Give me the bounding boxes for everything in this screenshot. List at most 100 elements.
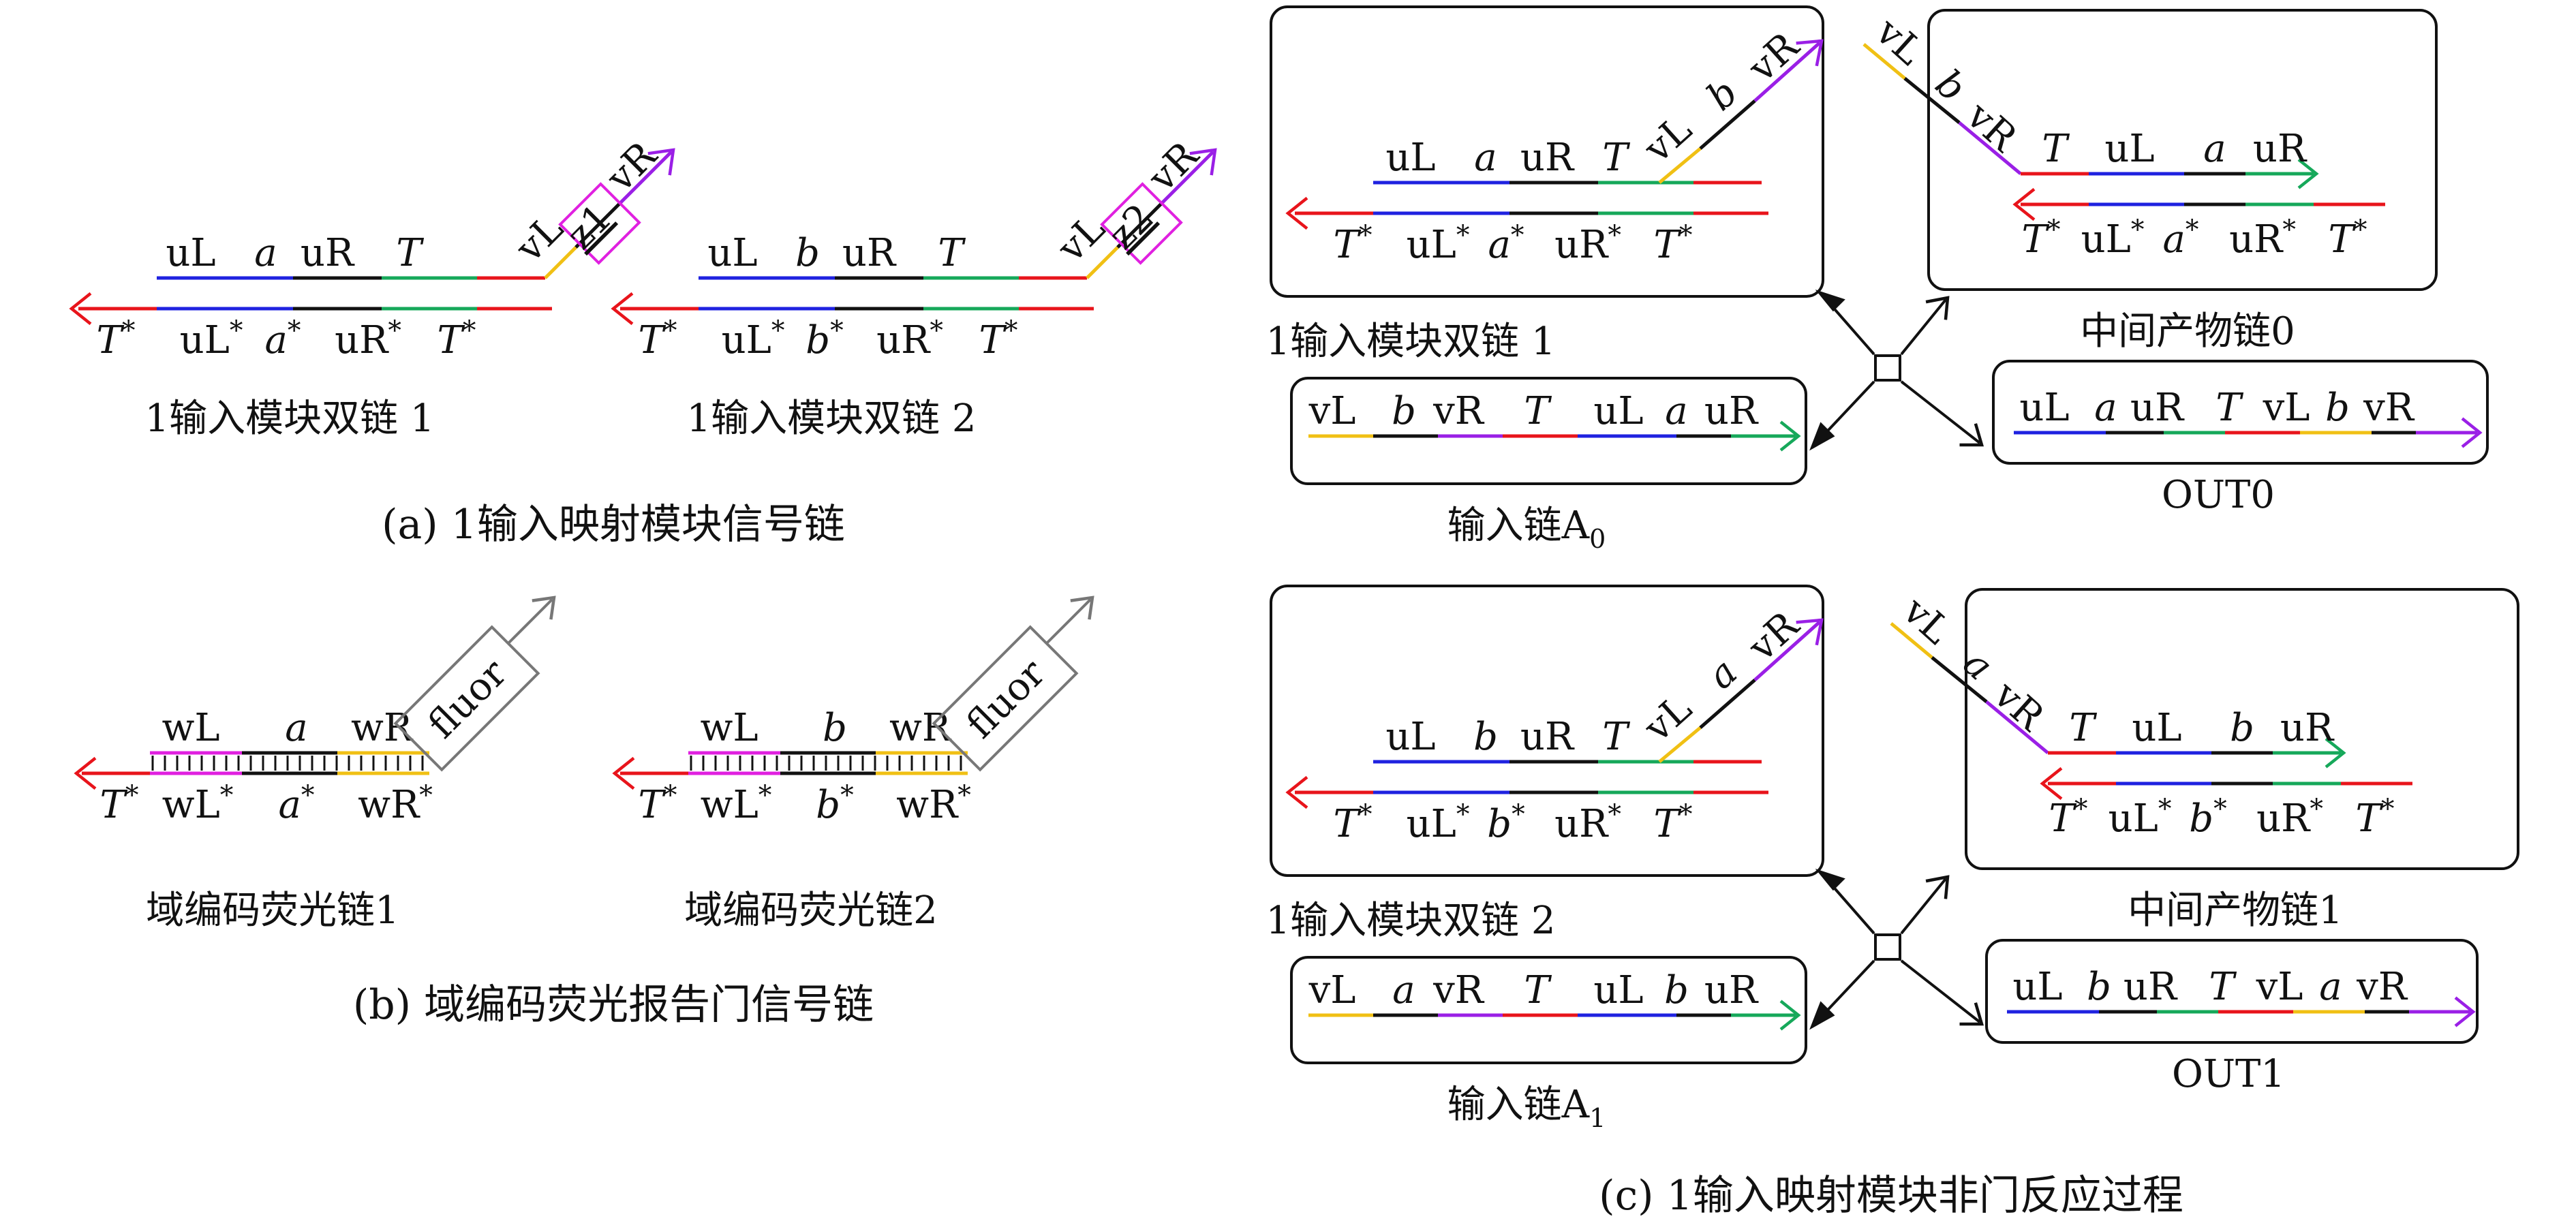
diag-vR <box>1958 121 2022 175</box>
fluor-label: fluor <box>420 651 516 747</box>
domain-label: uL <box>1593 968 1643 1012</box>
arrowhead <box>2454 996 2476 1027</box>
domain-label: T <box>938 231 966 275</box>
diag-mid <box>1903 77 1961 124</box>
domain-label: uR <box>1520 136 1575 180</box>
domain-label: uR <box>2280 706 2335 750</box>
domain-label: T* <box>2329 215 2367 262</box>
domain-label: uL <box>707 231 757 275</box>
input-subscript: 0 <box>1589 524 1606 554</box>
domain-label: a* <box>1488 220 1524 267</box>
fluor-arrow <box>1045 598 1092 645</box>
domain-label: wL* <box>162 780 234 827</box>
domain-label: b <box>2230 706 2254 750</box>
input-subscript: 1 <box>1589 1103 1606 1133</box>
fluor-arrow <box>506 598 553 645</box>
domain-label: uL* <box>2081 215 2145 262</box>
domain-label: uR <box>1704 389 1759 433</box>
domain-label: b* <box>816 780 853 827</box>
domain-label: uL <box>2104 127 2154 171</box>
domain-label: T* <box>2356 794 2395 841</box>
domain-label: uR* <box>335 315 401 362</box>
diag-vR <box>619 151 673 204</box>
domain-label: b* <box>806 315 843 362</box>
domain-label: vL <box>1636 686 1700 751</box>
domain-label: uR <box>842 231 897 275</box>
domain-label: uR <box>1704 968 1759 1012</box>
domain-label: vL <box>2263 386 2310 430</box>
domain-label: vR <box>2356 965 2408 1009</box>
panel-a-caption: (a) 1输入映射模块信号链 <box>382 501 845 548</box>
fluor-box <box>932 625 1079 772</box>
domain-label: T* <box>979 315 1018 362</box>
fluor-box <box>393 625 540 772</box>
domain-label: vR <box>1957 93 2025 161</box>
domain-label: T* <box>639 315 677 362</box>
domain-label: b <box>795 231 820 275</box>
domain-label: T <box>2042 127 2070 171</box>
complex-label: 1输入模块双链 2 <box>686 397 976 441</box>
domain-label: T* <box>1654 799 1693 846</box>
domain-label: a <box>2094 386 2117 430</box>
domain-label: wR <box>351 706 414 750</box>
domain-label: vR <box>2363 386 2415 430</box>
domain-label: uL <box>2019 386 2069 430</box>
domain-label: T <box>1524 389 1552 433</box>
diag-vR <box>1753 42 1821 102</box>
arrowhead-filled <box>1815 290 1845 312</box>
domain-label: T <box>2215 386 2243 430</box>
arrowhead <box>1189 148 1217 176</box>
input-box <box>1290 956 1807 1064</box>
diag-mid <box>1699 679 1756 729</box>
arrowhead <box>1925 296 1950 320</box>
arrowhead <box>1779 420 1801 452</box>
arrowhead <box>2040 767 2063 801</box>
arrowhead <box>69 292 92 326</box>
arrowhead <box>1070 595 1094 620</box>
domain-box <box>1100 182 1183 265</box>
domain-label: b <box>1392 389 1416 433</box>
diag-vL <box>1086 246 1119 279</box>
reaction-arrow <box>1818 380 1875 441</box>
domain-label: vL <box>1867 9 1931 74</box>
diag-mid <box>1699 99 1756 150</box>
domain-label: uL* <box>1407 220 1470 267</box>
domain-label: vL <box>1308 968 1356 1012</box>
domain-label: a <box>254 231 277 275</box>
output-label: OUT0 <box>2162 473 2275 517</box>
arrowhead <box>2461 417 2483 448</box>
domain-label: a <box>1699 650 1745 698</box>
output-box <box>1985 939 2479 1044</box>
arrowhead <box>1779 1000 1801 1031</box>
arrowhead <box>2012 187 2036 221</box>
domain-label: uR* <box>2256 794 2323 841</box>
arrowhead <box>1796 618 1824 646</box>
arrowhead-filled <box>1815 869 1845 891</box>
domain-label: b <box>1664 968 1689 1012</box>
domain-label: uL <box>1385 715 1435 759</box>
fluor-label: fluor <box>958 651 1054 747</box>
arrowhead <box>1959 1002 1984 1026</box>
arrowhead <box>1285 775 1308 809</box>
arrowhead <box>1959 423 1984 447</box>
diag-vR <box>1753 621 1821 681</box>
domain-label: wR* <box>896 780 971 827</box>
domain-label: uL* <box>180 315 243 362</box>
domain-label: wL* <box>701 780 772 827</box>
diag-vL <box>544 246 577 279</box>
domain-label: uR <box>1520 715 1575 759</box>
reaction-arrow <box>1900 959 1981 1023</box>
domain-label: uL* <box>1407 799 1470 846</box>
arrowhead <box>1925 875 1950 899</box>
domain-label: a <box>1665 389 1687 433</box>
reaction-junction <box>1874 933 1901 961</box>
domain-label: wL <box>162 706 219 750</box>
domain-label: vR <box>1432 389 1485 433</box>
domain-label: uL <box>2132 706 2181 750</box>
